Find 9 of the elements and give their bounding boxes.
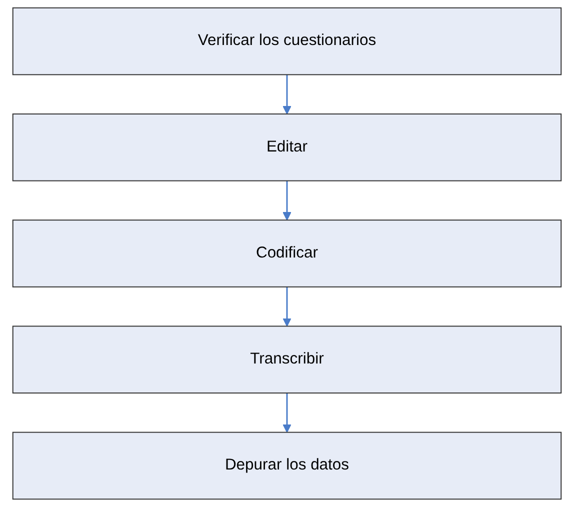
arrow (282, 74, 292, 114)
arrow (282, 393, 292, 433)
node-box: Transcribir (12, 326, 562, 394)
arrow (282, 180, 292, 220)
node-box: Editar (12, 113, 562, 182)
node-box: Verificar los cuestionarios (12, 7, 562, 76)
arrow (282, 286, 292, 327)
node-box: Depurar los datos (12, 432, 562, 500)
node-box: Codificar (12, 220, 562, 288)
